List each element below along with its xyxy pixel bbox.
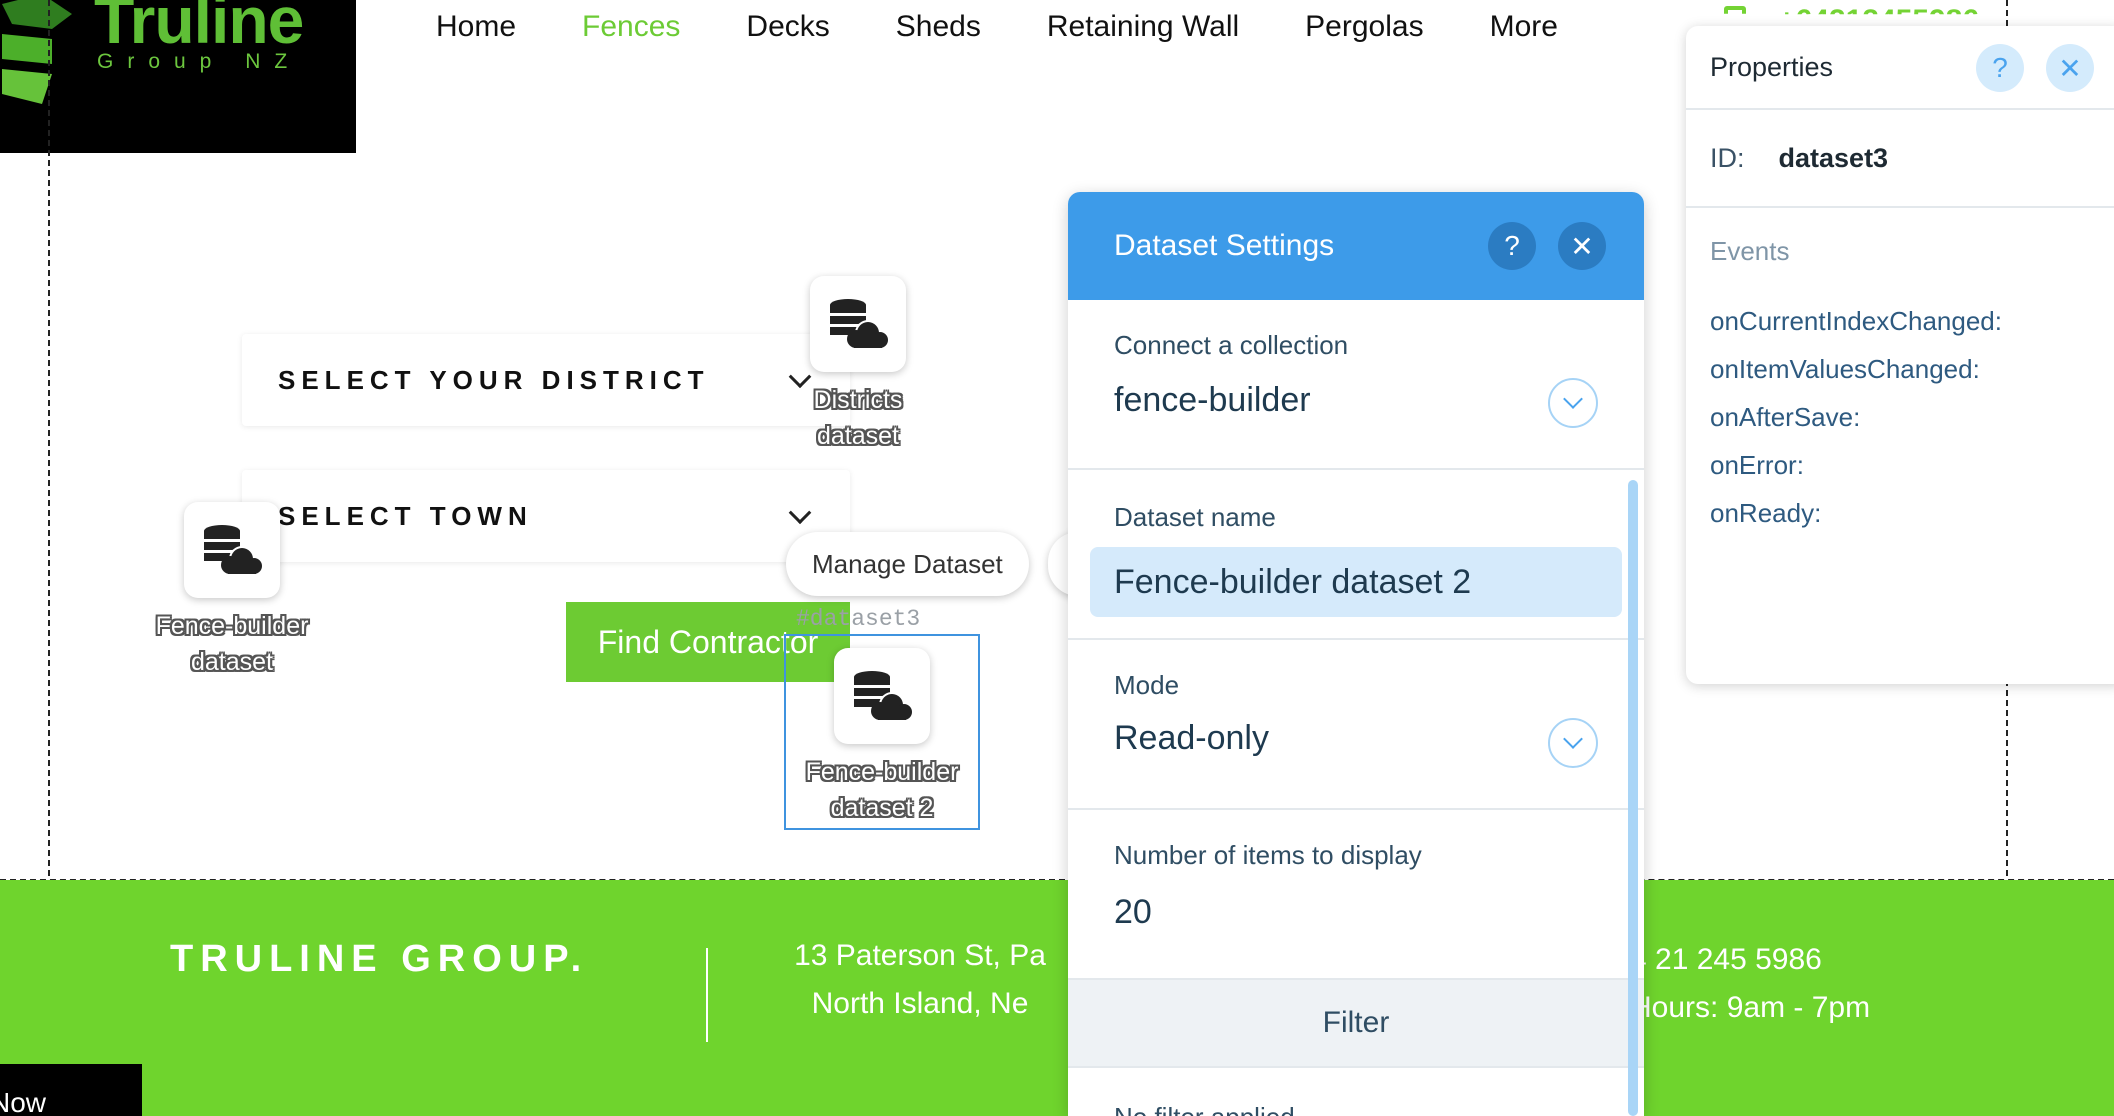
event-on-error[interactable]: onError: xyxy=(1710,450,1804,480)
events-list: onCurrentIndexChanged: onItemValuesChang… xyxy=(1686,267,2114,537)
footer-divider xyxy=(706,948,708,1042)
footer-address: 13 Paterson St, Pa North Island, Ne xyxy=(770,932,1070,1028)
nav-item-sheds[interactable]: Sheds xyxy=(895,10,981,43)
properties-title: Properties xyxy=(1710,51,1834,82)
properties-header: Properties ? ✕ xyxy=(1686,26,2114,110)
footer-address-line: North Island, Ne xyxy=(811,987,1029,1020)
fence-builder-dataset-icon[interactable] xyxy=(184,502,280,598)
event-on-after-save[interactable]: onAfterSave: xyxy=(1710,402,1861,432)
districts-dataset-icon[interactable] xyxy=(810,276,906,372)
logo-mark-icon xyxy=(2,0,72,104)
footer-phone: 4 21 245 5986 xyxy=(1630,943,1822,976)
mode-select[interactable]: Read-only xyxy=(1114,719,1269,757)
panel-scrollbar[interactable] xyxy=(1628,480,1638,1116)
dataset-label-line: Districts xyxy=(813,386,903,414)
town-dropdown[interactable]: SELECT TOWN xyxy=(242,470,850,562)
fence-builder-dataset-2-label: Fence-builder dataset 2 xyxy=(782,754,982,826)
items-input[interactable]: 20 xyxy=(1114,893,1152,931)
fence-builder-dataset-2-icon[interactable] xyxy=(834,648,930,744)
header-phone[interactable]: +64212455986 xyxy=(1778,4,1980,37)
dataset-label-line: Fence-builder xyxy=(805,758,959,786)
footer-address-line: 13 Paterson St, Pa xyxy=(794,939,1046,972)
dataset-name-label: Dataset name xyxy=(1114,502,1276,532)
site-logo[interactable]: Truline Group NZ xyxy=(0,0,356,153)
logo-name: Truline xyxy=(94,0,304,57)
manage-dataset-button[interactable]: Manage Dataset xyxy=(786,532,1029,596)
chevron-down-icon xyxy=(788,501,812,525)
chevron-down-icon[interactable] xyxy=(1548,718,1598,768)
nav-item-more[interactable]: More xyxy=(1489,10,1558,43)
districts-dataset-label: Districts dataset xyxy=(758,382,958,454)
no-filter-text: No filter applied xyxy=(1068,1068,1644,1116)
dataset-settings-title: Dataset Settings xyxy=(1114,229,1335,262)
collection-select[interactable]: fence-builder xyxy=(1114,381,1311,419)
nav-item-decks[interactable]: Decks xyxy=(746,10,830,43)
dataset-label-line: dataset xyxy=(816,422,899,450)
help-icon[interactable]: ? xyxy=(1976,44,2024,92)
items-label: Number of items to display xyxy=(1114,840,1422,870)
find-contractor-button[interactable]: Find Contractor xyxy=(566,602,850,682)
dataset-label-line: dataset 2 xyxy=(830,794,934,822)
event-on-item-values-changed[interactable]: onItemValuesChanged: xyxy=(1710,354,1980,384)
mode-label: Mode xyxy=(1114,670,1180,700)
district-dropdown-label: SELECT YOUR DISTRICT xyxy=(278,364,710,395)
close-icon[interactable]: ✕ xyxy=(1558,222,1606,270)
nav-item-retaining-wall[interactable]: Retaining Wall xyxy=(1046,10,1240,43)
id-value[interactable]: dataset3 xyxy=(1778,142,1889,173)
filter-section-header[interactable]: Filter xyxy=(1068,980,1644,1068)
mode-section: Mode Read-only xyxy=(1068,640,1644,810)
properties-panel: Properties ? ✕ ID: dataset3 Events onCur… xyxy=(1686,26,2114,684)
selected-element-id-tag: #dataset3 xyxy=(796,606,921,632)
dataset-name-input[interactable]: Fence-builder dataset 2 xyxy=(1090,547,1622,617)
selection-frame[interactable] xyxy=(784,634,980,830)
site-footer: TRULINE GROUP. 13 Paterson St, Pa North … xyxy=(0,880,2114,1116)
site-nav: Home Fences Decks Sheds Retaining Wall P… xyxy=(436,10,1624,44)
event-on-ready[interactable]: onReady: xyxy=(1710,498,1822,528)
nav-item-pergolas[interactable]: Pergolas xyxy=(1305,10,1424,43)
footer-hours: Hours: 9am - 7pm xyxy=(1630,991,1871,1024)
footer-contact: 4 21 245 5986 Hours: 9am - 7pm xyxy=(1630,936,1870,1032)
now-button-label: Now xyxy=(0,1087,47,1116)
dataset-settings-panel: Dataset Settings ? ✕ Connect a collectio… xyxy=(1068,192,1644,1116)
items-section: Number of items to display 20 xyxy=(1068,810,1644,980)
nav-item-fences[interactable]: Fences xyxy=(582,10,681,43)
dataset-label-line: dataset xyxy=(190,648,273,676)
event-on-current-index-changed[interactable]: onCurrentIndexChanged: xyxy=(1710,306,2002,336)
now-button[interactable]: Now xyxy=(0,1064,142,1116)
database-cloud-icon xyxy=(830,299,888,348)
dataset-label-line: Fence-builder xyxy=(155,612,309,640)
help-icon[interactable]: ? xyxy=(1488,222,1536,270)
collection-section: Connect a collection fence-builder xyxy=(1068,300,1644,470)
properties-id-row: ID: dataset3 xyxy=(1686,110,2114,208)
dataset-name-section: Dataset name Fence-builder dataset 2 xyxy=(1068,470,1644,640)
nav-item-home[interactable]: Home xyxy=(436,10,517,43)
town-dropdown-label: SELECT TOWN xyxy=(278,500,533,531)
collection-label: Connect a collection xyxy=(1114,330,1349,360)
phone-icon xyxy=(1724,6,1746,14)
database-cloud-icon xyxy=(854,671,912,720)
editor-guide-left xyxy=(48,0,50,1116)
dataset-settings-header: Dataset Settings ? ✕ xyxy=(1068,192,1644,300)
footer-brand: TRULINE GROUP. xyxy=(170,938,589,980)
close-icon[interactable]: ✕ xyxy=(2046,44,2094,92)
fence-builder-dataset-label: Fence-builder dataset xyxy=(132,608,332,680)
events-title: Events xyxy=(1710,236,1790,266)
database-cloud-icon xyxy=(204,525,262,574)
logo-subtitle: Group NZ xyxy=(97,50,302,73)
id-label: ID: xyxy=(1710,142,1745,173)
district-dropdown[interactable]: SELECT YOUR DISTRICT xyxy=(242,334,850,426)
chevron-down-icon[interactable] xyxy=(1548,378,1598,428)
